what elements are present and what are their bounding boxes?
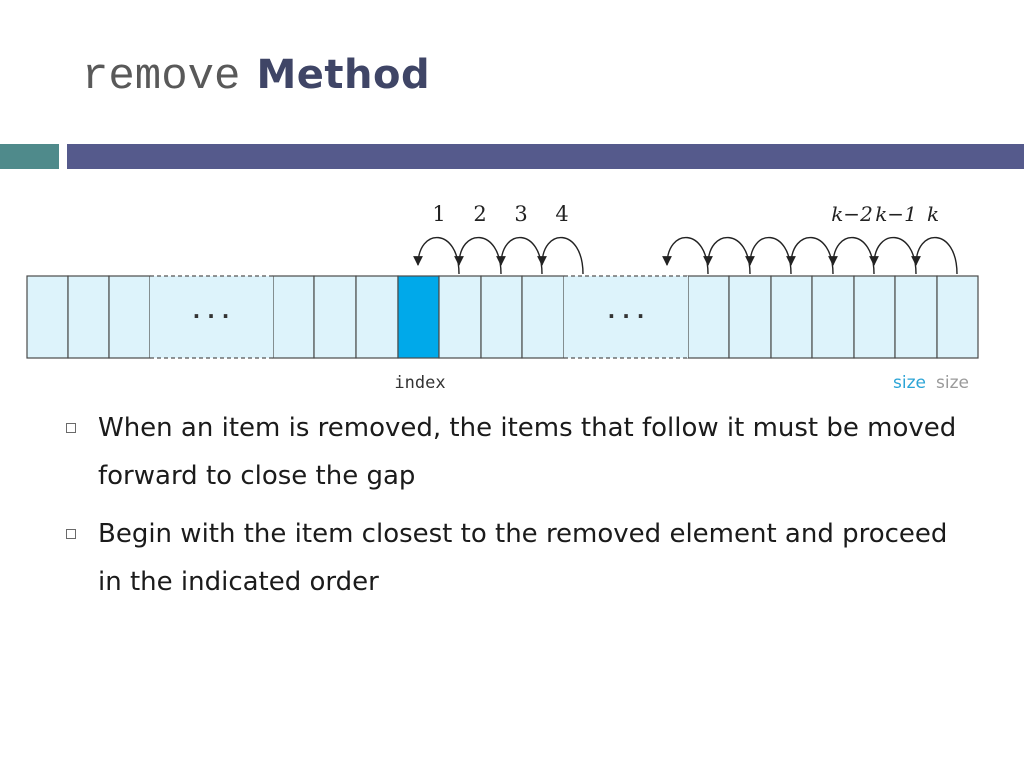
shift-arrow-3 xyxy=(496,236,543,275)
array-cell xyxy=(438,275,482,359)
shift-arrow-1 xyxy=(413,236,460,275)
array-cell xyxy=(687,275,730,359)
array-cell xyxy=(26,275,69,359)
shift-arrows xyxy=(413,236,958,275)
array-cell xyxy=(313,275,357,359)
header-divider-bar xyxy=(67,144,1024,169)
array-cell xyxy=(521,275,565,359)
shift-label-k-2: k−2 xyxy=(831,202,873,226)
size-label-faded: size xyxy=(936,373,969,393)
array-cells xyxy=(26,275,979,359)
array-cell xyxy=(770,275,813,359)
array-cell xyxy=(853,275,896,359)
elided-block xyxy=(564,276,688,358)
array-cell xyxy=(480,275,523,359)
array-cell xyxy=(811,275,855,359)
slide-title: remove Method xyxy=(82,52,430,112)
array-cell xyxy=(272,275,315,359)
removed-cell xyxy=(397,275,440,359)
array-cell xyxy=(67,275,110,359)
shift-arrow-4 xyxy=(537,236,584,275)
shift-label-3: 3 xyxy=(514,202,527,226)
shift-label-k-1: k−1 xyxy=(875,202,917,226)
index-label: index xyxy=(394,373,445,393)
shift-arrow-right xyxy=(662,236,709,275)
array-cell xyxy=(936,275,979,359)
shift-label-1: 1 xyxy=(432,202,445,226)
bullet-text: Begin with the item closest to the remov… xyxy=(98,519,948,597)
shift-arrow-k-1 xyxy=(869,236,917,275)
bullet-text: When an item is removed, the items that … xyxy=(98,413,957,491)
shift-label-4: 4 xyxy=(555,202,568,226)
shift-label-2: 2 xyxy=(473,202,486,226)
bullet-item: Begin with the item closest to the remov… xyxy=(66,510,966,606)
elided-block xyxy=(150,276,273,358)
shift-arrow-2 xyxy=(454,236,502,275)
array-cell xyxy=(355,275,399,359)
bullet-square-icon xyxy=(66,529,76,539)
bullet-item: When an item is removed, the items that … xyxy=(66,404,966,500)
bullet-square-icon xyxy=(66,423,76,433)
shift-arrow-k xyxy=(911,236,958,275)
array-cell xyxy=(894,275,938,359)
ellipsis-left: · · · xyxy=(193,304,230,328)
title-method-name: remove xyxy=(82,52,241,102)
title-method-word: Method xyxy=(256,52,431,98)
shift-label-k: k xyxy=(927,202,939,226)
array-cell xyxy=(108,275,151,359)
ellipsis-right: · · · xyxy=(608,304,645,328)
header-accent-bar xyxy=(0,144,59,169)
array-shift-diagram: · · · · · · 1 2 3 4 k−2 k−1 k index size… xyxy=(26,202,979,393)
bullet-list: When an item is removed, the items that … xyxy=(66,404,966,616)
shift-arrow-right xyxy=(703,236,751,275)
size-label: size xyxy=(893,373,926,393)
elided-segments: · · · · · · xyxy=(150,275,688,359)
array-cell xyxy=(728,275,772,359)
shift-arrow-right xyxy=(745,236,792,275)
shift-arrow-k-2 xyxy=(828,236,875,275)
shift-arrow-right xyxy=(786,236,834,275)
